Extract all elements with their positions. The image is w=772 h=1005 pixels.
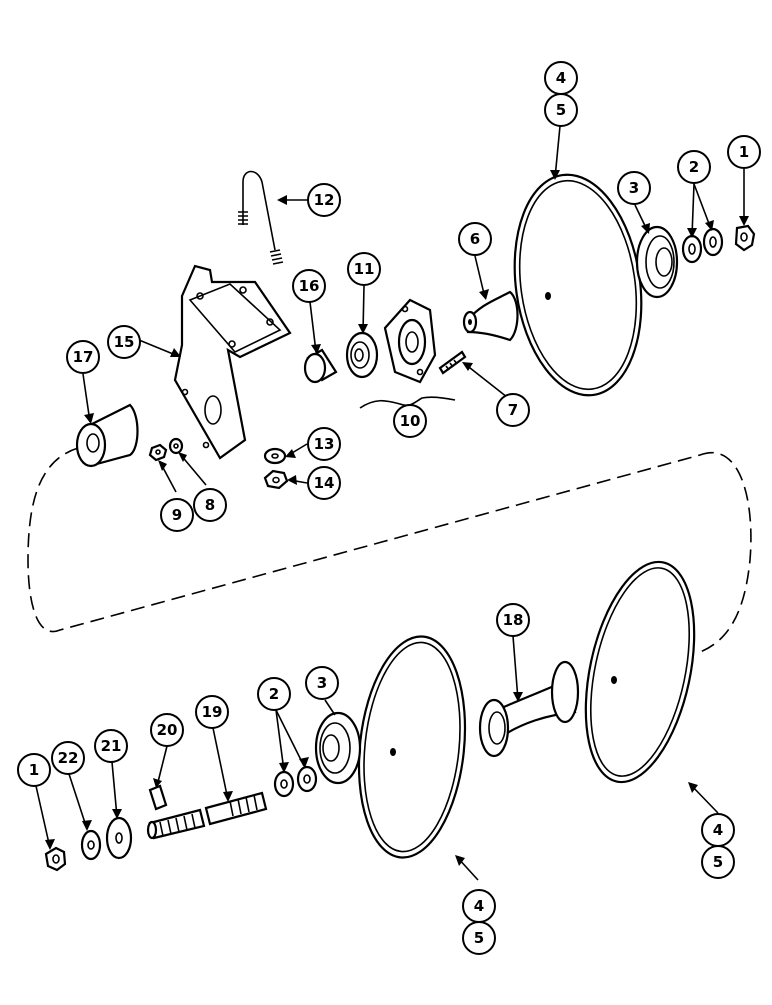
callout-2-lower: 2 [257,677,291,711]
disc-blade-lower-left [357,635,467,859]
washer-21 [105,816,133,860]
callout-7: 7 [496,393,530,427]
callout-17: 17 [66,340,100,374]
u-bolt-12 [238,170,284,265]
washers-2-lower [273,765,318,798]
callout-label: 1 [29,761,39,779]
callout-label: 21 [101,737,122,755]
callout-label: 20 [157,721,178,739]
callout-4-lower-right: 4 [701,813,735,847]
callout-3-lower: 3 [305,666,339,700]
callout-5-upper: 5 [544,93,578,127]
leader-arrowheads [45,170,749,866]
mounting-bracket-15 [173,264,292,460]
spacer-tube-17 [75,403,139,468]
callout-1-upper: 1 [727,135,761,169]
threaded-axle-19 [146,791,268,840]
castle-nut-1-lower [44,846,67,872]
bearing-flange-10 [383,298,437,384]
callout-21: 21 [94,729,128,763]
washer-22 [80,829,102,861]
leader-lines [35,125,745,881]
callout-label: 10 [400,412,421,430]
callout-label: 16 [299,277,320,295]
roll-pin-20 [148,784,168,811]
nut-14 [263,469,289,490]
callout-label: 11 [354,260,375,278]
callout-label: 7 [508,401,518,419]
callout-14: 14 [307,466,341,500]
callout-label: 19 [202,703,223,721]
bell-hub-6 [462,290,519,342]
callout-4-lower-left: 4 [462,889,496,923]
nut-13 [263,447,287,465]
callout-13: 13 [307,427,341,461]
callout-label: 17 [73,348,94,366]
callout-9: 9 [160,498,194,532]
callout-5-lower-right: 5 [701,845,735,879]
dashed-group-boundary [27,447,752,653]
callout-label: 4 [474,897,484,915]
disc-blade-lower-right [584,560,696,784]
dashed-group-boundary-lower [60,510,540,630]
callout-label: 2 [269,685,279,703]
callout-label: 6 [470,230,480,248]
callout-20: 20 [150,713,184,747]
washer-8 [168,437,184,455]
callout-6: 6 [458,222,492,256]
callout-label: 22 [58,749,79,767]
callout-22: 22 [51,741,85,775]
callout-label: 2 [689,158,699,176]
callout-3-upper: 3 [617,171,651,205]
callout-label: 5 [713,853,723,871]
callout-label: 4 [713,821,723,839]
callout-label: 15 [114,333,135,351]
callout-label: 12 [314,191,335,209]
washers-2-upper [681,227,724,264]
callout-2-upper: 2 [677,150,711,184]
bushing-16 [303,348,338,384]
disc-blade-upper [513,173,643,397]
hub-cap-3-upper [635,225,679,299]
bearing-11 [345,331,379,379]
callout-11: 11 [347,252,381,286]
callout-label: 5 [556,101,566,119]
spool-spacer-18 [478,660,580,758]
callout-15: 15 [107,325,141,359]
callout-label: 4 [556,69,566,87]
callout-18: 18 [496,603,530,637]
callout-1-lower: 1 [17,753,51,787]
castle-nut-1-upper [734,224,756,252]
hub-cap-3-lower [314,711,362,785]
callout-label: 14 [314,474,335,492]
callout-label: 8 [205,496,215,514]
callout-16: 16 [292,269,326,303]
callout-label: 3 [629,179,639,197]
callout-label: 9 [172,506,182,524]
bolt-7 [438,350,467,375]
callout-label: 3 [317,674,327,692]
callout-label: 1 [739,143,749,161]
callout-19: 19 [195,695,229,729]
callout-label: 5 [474,929,484,947]
callout-8: 8 [193,488,227,522]
callout-4-upper: 4 [544,61,578,95]
callout-10: 10 [393,404,427,438]
callout-5-lower-left: 5 [462,921,496,955]
callout-12: 12 [307,183,341,217]
callout-label: 18 [503,611,524,629]
nut-9 [148,443,168,462]
callout-label: 13 [314,435,335,453]
